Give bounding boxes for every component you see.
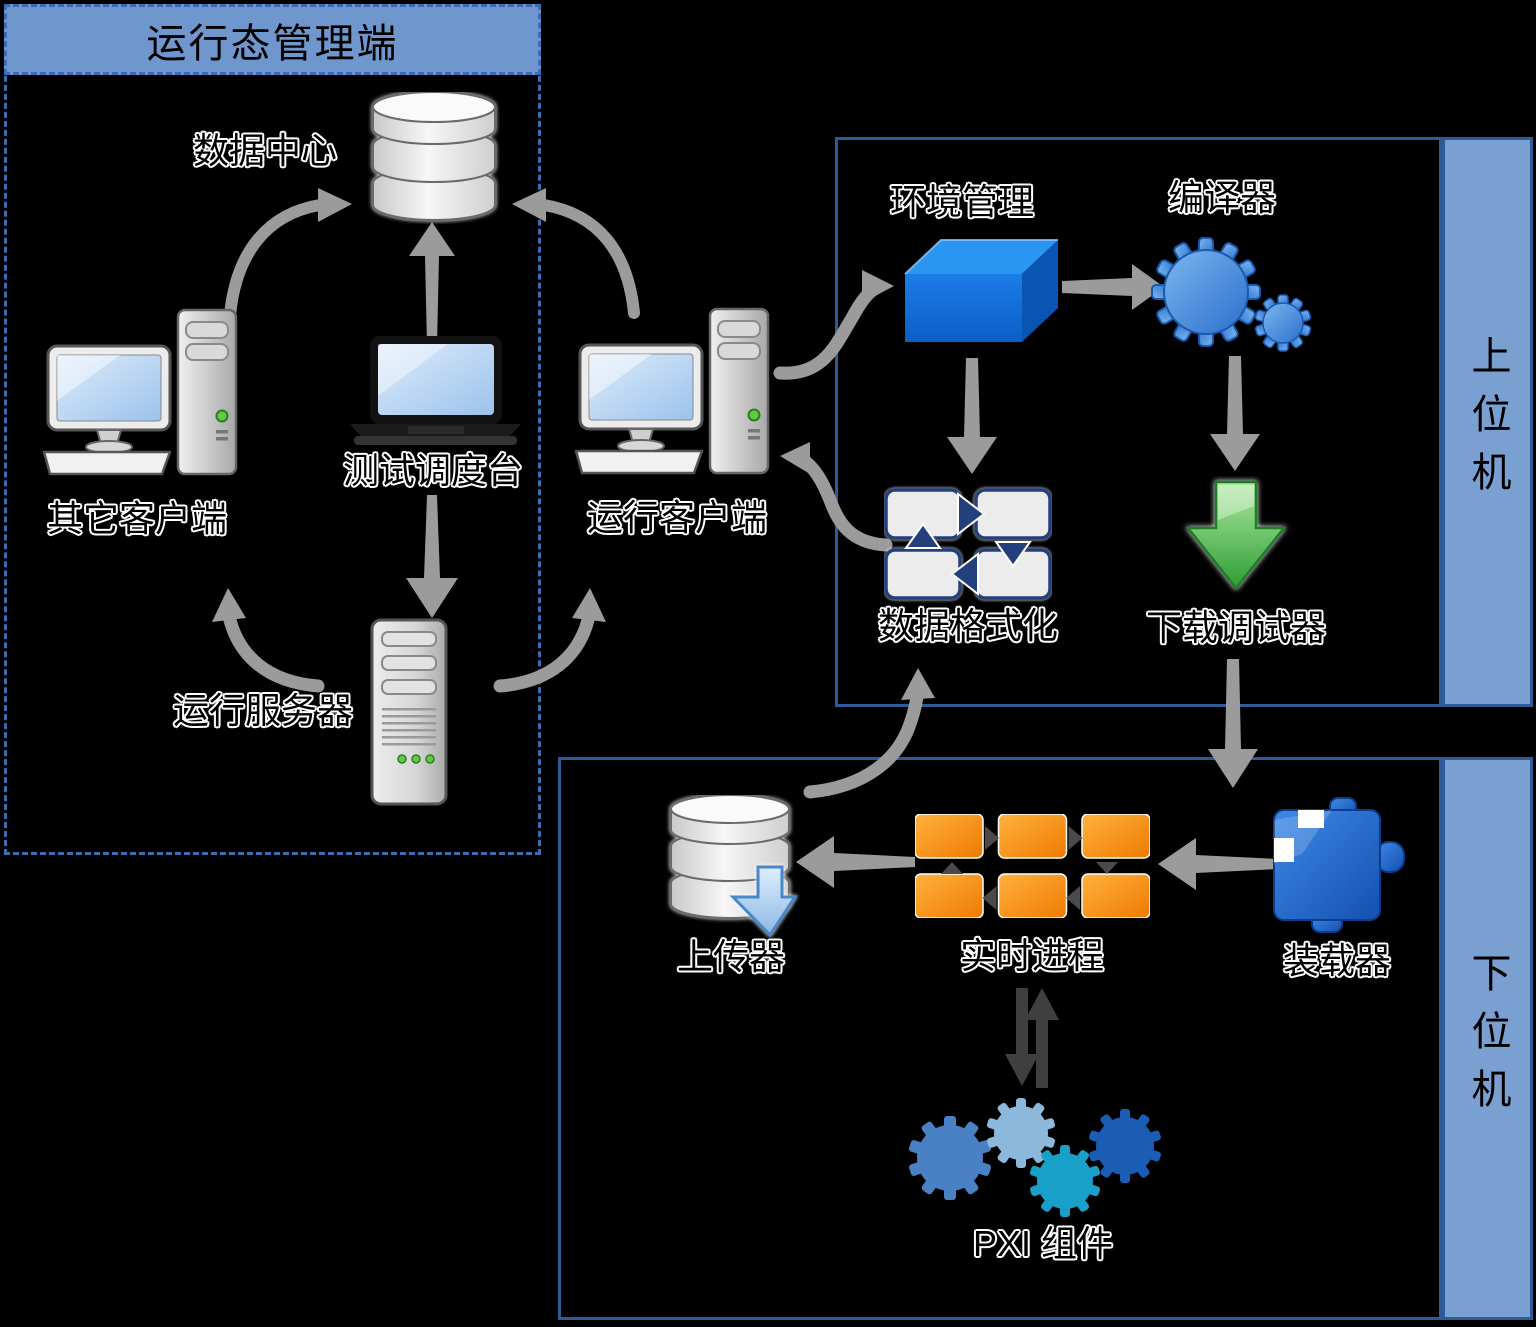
label-rt-process: 实时进程 [959,935,1105,976]
gears-icon [1151,237,1312,352]
lower-computer-label: 下位机 [1465,951,1510,1126]
lower-computer-sidebar: 下位机 [1442,757,1533,1320]
label-uploader: 上传器 [676,936,786,977]
arrow-compiler-to-downloader [1210,356,1260,471]
runtime-management-title: 运行态管理端 [146,21,399,66]
arrow-lowerbox-to-datafmt [803,690,924,799]
double-arrow-down [1005,988,1039,1086]
double-arrow-up [1025,988,1059,1088]
arrowhead [318,188,352,222]
label-test-console: 测试调度台 [342,450,524,491]
arrow-runserver-to-otherclient [222,609,325,693]
label-other-client: 其它客户端 [46,498,228,539]
arrowhead [512,188,546,222]
desktop-computer-icon [42,308,238,476]
upper-computer-label: 上位机 [1465,335,1510,509]
label-env-mgmt: 环境管理 [889,181,1035,222]
arrow-loader-to-rtprocess [1158,838,1278,890]
puzzle-piece-icon [1273,797,1405,933]
upper-computer-sidebar: 上位机 [1442,137,1533,707]
arrow-rtprocess-to-uploader [796,836,915,888]
label-run-server: 运行服务器 [172,690,354,731]
label-data-center: 数据中心 [192,130,338,171]
arrow-otherclient-to-datacenter [224,199,326,321]
label-loader: 装载器 [1282,940,1392,981]
label-compiler: 编译器 [1167,177,1277,218]
arrow-envmgmt-to-compiler [1062,264,1164,310]
blue-3d-box-icon [904,239,1058,342]
arrow-laptop-to-datacenter [409,222,455,346]
process-grid-icon [915,814,1150,918]
lower-computer-region [558,757,1442,1320]
label-run-client: 运行客户端 [586,497,768,538]
arrowhead [862,270,894,303]
green-download-arrow-icon [1185,480,1287,591]
arrow-downloader-to-loader [1208,659,1258,788]
label-pxi: PXI 组件 [972,1223,1114,1264]
upper-computer-region [835,137,1442,707]
arrowhead [572,588,606,622]
arrow-runclient-to-envmgmt [773,281,883,380]
desktop-computer-icon [574,307,770,475]
server-tower-icon [370,618,448,806]
database-upload-icon [670,795,798,938]
laptop-icon [350,336,521,445]
arrow-runserver-to-runclient [493,609,596,693]
arrow-laptop-to-runserver [406,495,458,618]
label-data-fmt: 数据格式化 [877,605,1059,646]
label-downloader: 下载调试器 [1145,607,1327,648]
arrowhead [901,668,935,700]
arrow-envmgmt-to-datafmt [947,358,997,474]
database-icon [372,92,496,221]
arrowhead [780,442,810,474]
runtime-management-header: 运行态管理端 [4,4,541,75]
colored-gears-icon [908,1098,1161,1217]
arrowhead [212,588,246,622]
document-cycle-icon [884,488,1052,600]
arrow-datafmt-to-runclient [795,452,893,552]
arrow-runclient-to-datacenter [538,199,640,319]
